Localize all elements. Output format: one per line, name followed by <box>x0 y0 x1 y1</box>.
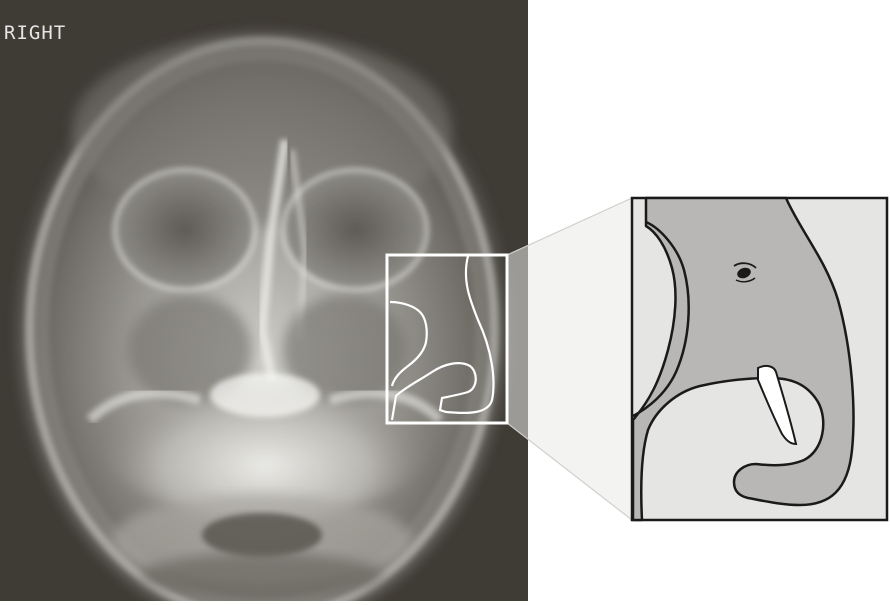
highlight-box <box>387 255 507 423</box>
elephant-head-icon <box>632 198 887 520</box>
